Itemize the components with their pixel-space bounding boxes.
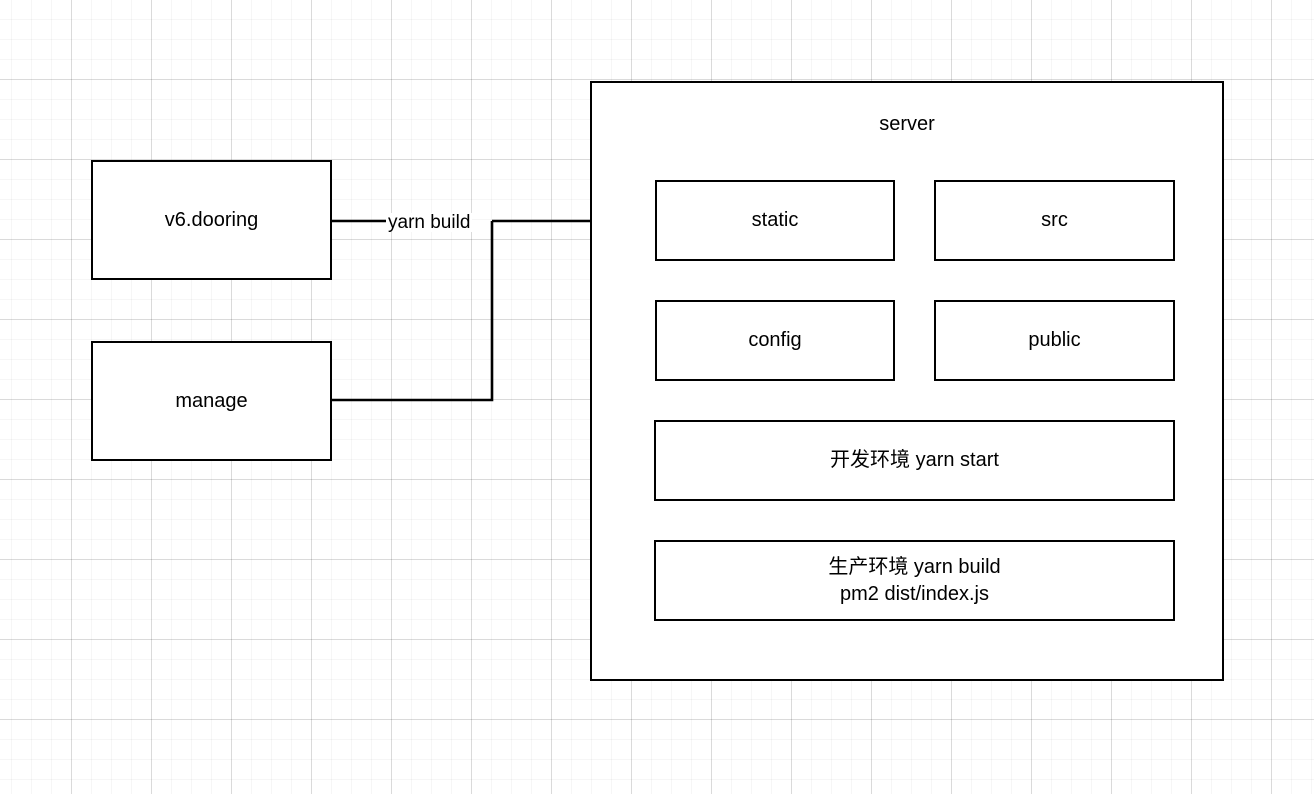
node-public[interactable]: public <box>934 300 1175 381</box>
node-public-label: public <box>1028 329 1081 352</box>
edge-manage-to-build-line <box>332 221 494 402</box>
node-src[interactable]: src <box>934 180 1175 261</box>
node-manage-label: manage <box>175 389 248 412</box>
node-dev-environment-label: 开发环境 yarn start <box>830 449 999 472</box>
node-static-label: static <box>751 209 799 232</box>
node-config[interactable]: config <box>655 300 895 381</box>
node-v6-dooring-label: v6.dooring <box>164 208 259 231</box>
node-config-label: config <box>748 329 802 352</box>
node-static[interactable]: static <box>655 180 895 261</box>
node-server-label: server <box>879 113 935 135</box>
node-prod-environment[interactable]: 生产环境 yarn build pm2 dist/index.js <box>654 540 1175 621</box>
node-dev-environment[interactable]: 开发环境 yarn start <box>654 420 1175 501</box>
node-v6-dooring[interactable]: v6.dooring <box>91 160 332 280</box>
node-prod-environment-label: 生产环境 yarn build pm2 dist/index.js <box>828 556 1001 605</box>
node-manage[interactable]: manage <box>91 341 332 461</box>
node-src-label: src <box>1041 209 1068 232</box>
edge-label-yarn-build: yarn build <box>386 212 473 233</box>
